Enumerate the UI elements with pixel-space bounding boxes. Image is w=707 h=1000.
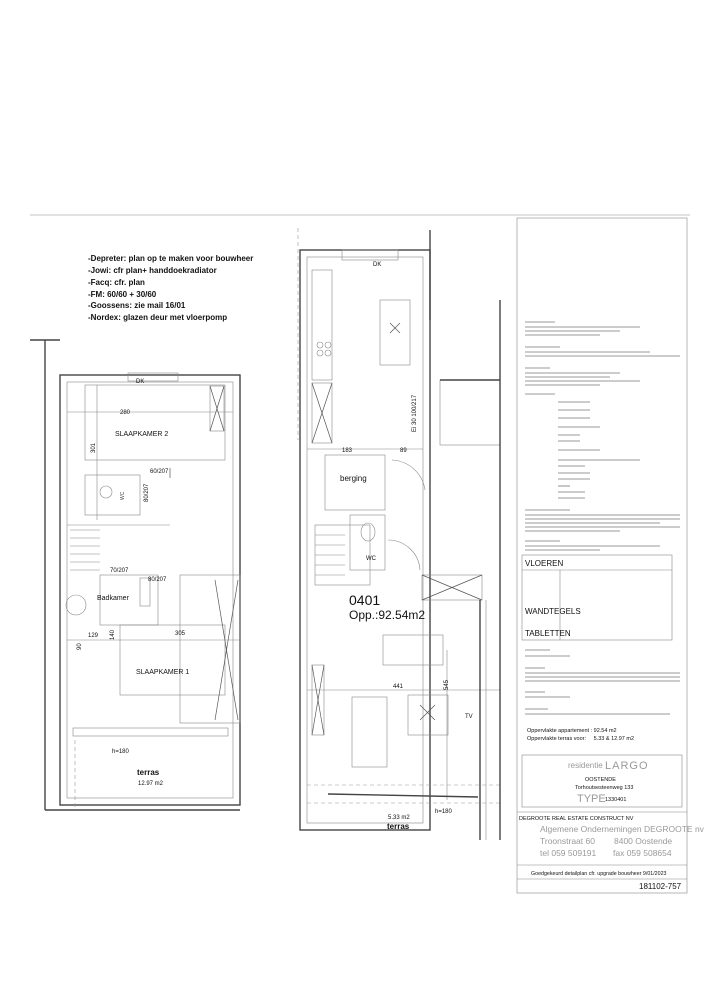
finishes-table: VLOEREN WANDTEGELS TABLETTEN xyxy=(525,559,581,638)
contractor-postal: 8400 Oostende xyxy=(614,836,672,846)
contractor-name: Algemene Ondernemingen DEGROOTE nv xyxy=(540,824,705,834)
contractor-tel: tel 059 509191 xyxy=(540,848,597,858)
dimension: 89 xyxy=(400,448,407,454)
door-size-fire: Ei 30 100/217 xyxy=(412,394,418,432)
title-block: Oppervlakte appartement : 92.54 m2 Opper… xyxy=(519,728,705,891)
contractor-address: Troonstraat 60 xyxy=(540,836,595,846)
note-line: -Nordex: glazen deur met vloerpomp xyxy=(88,313,227,322)
note-line: -Goossens: zie mail 16/01 xyxy=(88,301,186,310)
project-name: LARGO xyxy=(605,760,649,772)
project-prefix: residentie xyxy=(568,761,603,770)
dimension: 90 xyxy=(77,643,83,650)
dimension: 280 xyxy=(120,410,131,416)
door-size: 80/207 xyxy=(144,483,150,502)
drawing-number: 181102-757 xyxy=(639,882,682,891)
room-label-terrace: terras xyxy=(137,768,160,777)
note-line: -Facq: cfr. plan xyxy=(88,278,145,287)
contractor-notes: -Depreter: plan op te maken voor bouwhee… xyxy=(88,254,253,322)
project-city: OOSTENDE xyxy=(585,777,616,783)
terrace-area: 12.97 m2 xyxy=(138,781,164,787)
area-apartment: Oppervlakte appartement : 92.54 m2 xyxy=(527,728,617,734)
countertops-title: TABLETTEN xyxy=(525,629,571,638)
room-label-bedroom-1: SLAAPKAMER 1 xyxy=(136,669,189,676)
terrace-area: 5.33 m2 xyxy=(388,815,410,821)
contractor-fax: fax 059 508654 xyxy=(613,848,672,858)
label-dk: DK xyxy=(373,262,381,268)
door-size: 80/207 xyxy=(148,577,167,583)
floors-title: VLOEREN xyxy=(525,559,563,568)
specification-text-lines xyxy=(525,321,680,715)
wall-tiles-title: WANDTEGELS xyxy=(525,607,581,616)
approval-note: Goedgekeurd detailplan cfr. upgrade bouw… xyxy=(531,871,667,877)
dimension: 301 xyxy=(91,442,97,453)
tv-outlet: TV xyxy=(465,714,473,720)
room-label-storage: berging xyxy=(340,474,367,483)
height-note: h=180 xyxy=(112,749,130,755)
note-line: -Depreter: plan op te maken voor bouwhee… xyxy=(88,254,253,263)
title-block-frame xyxy=(516,217,688,894)
dimension: 441 xyxy=(393,684,404,690)
dimension: 140 xyxy=(110,629,116,640)
note-line: -FM: 60/60 + 30/60 xyxy=(88,290,157,299)
label-dk: DK xyxy=(136,379,144,385)
middle-plan-labels: DK berging 183 89 Ei 30 100/217 WC 0401 … xyxy=(340,262,473,831)
door-size: 70/207 xyxy=(110,568,129,574)
door-size: 60/207 xyxy=(150,469,169,475)
dimension: 305 xyxy=(175,631,186,637)
room-label-wc: WC xyxy=(120,491,126,500)
left-plan-labels: DK SLAAPKAMER 2 280 301 60/207 80/207 WC… xyxy=(77,379,189,787)
unit-number: 0401 xyxy=(349,592,380,608)
type-code: 1330401 xyxy=(605,797,626,803)
room-label-wc: WC xyxy=(366,556,377,562)
height-note: h=180 xyxy=(435,809,453,815)
left-floor-plan xyxy=(30,339,241,811)
unit-area: Opp.:92.54m2 xyxy=(349,608,425,622)
dimension: 129 xyxy=(88,633,99,639)
client-name: DEGROOTE REAL ESTATE CONSTRUCT NV xyxy=(519,816,634,822)
area-terrace: Oppervlakte terras voor: 5.33 & 12.97 m2 xyxy=(527,736,634,742)
room-label-bedroom-2: SLAAPKAMER 2 xyxy=(115,431,168,438)
room-label-terrace: terras xyxy=(387,822,410,831)
type-label: TYPE xyxy=(577,793,606,805)
room-label-bathroom: Badkamer xyxy=(97,595,130,602)
project-street: Torhoutsesteenweg 133 xyxy=(575,785,633,791)
note-line: -Jowi: cfr plan+ handdoekradiator xyxy=(88,266,217,275)
dimension: 183 xyxy=(342,448,353,454)
middle-floor-plan xyxy=(297,228,501,840)
dimension: 545 xyxy=(444,679,450,690)
